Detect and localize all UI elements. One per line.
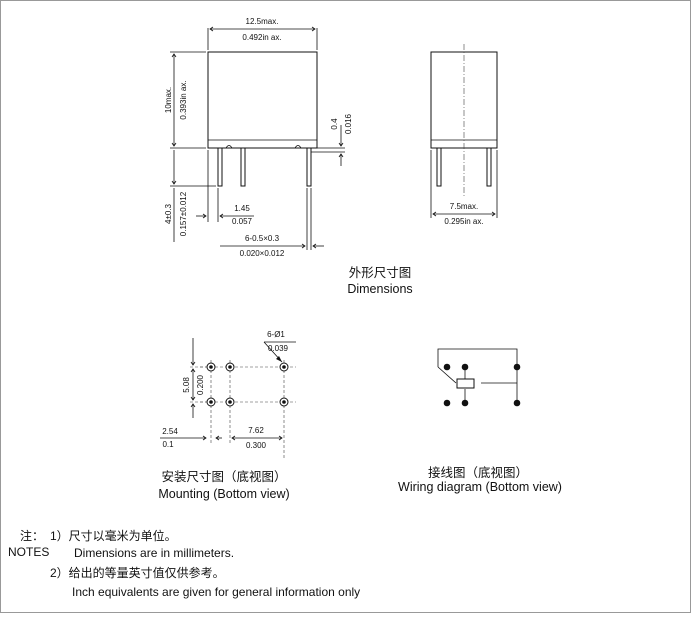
col-pitch-in-label: 0.300 xyxy=(246,441,267,450)
height-in-label: 0.393in ax. xyxy=(179,80,188,119)
relay-body-front xyxy=(207,51,318,149)
wiring-caption-zh: 接线图（底视图） xyxy=(428,465,528,480)
pin-offset-in-label: 0.057 xyxy=(232,217,253,226)
edge-offset-mm-label: 2.54 xyxy=(162,427,178,436)
pin-thickness-mm-label: 0.4 xyxy=(330,118,339,130)
height-mm-label: 10max. xyxy=(164,87,173,113)
note-2-zh: 2）给出的等量英寸值仅供参考。 xyxy=(50,565,225,580)
dimensions-caption-en: Dimensions xyxy=(347,282,412,296)
pin-size-mm-label: 6-0.5×0.3 xyxy=(245,234,280,243)
arrow xyxy=(278,435,283,441)
note-1-zh: 1）尺寸以毫米为单位。 xyxy=(50,528,177,543)
arrow xyxy=(219,213,224,219)
front-pin-1 xyxy=(217,147,223,187)
hole-spec-in-label: 0.039 xyxy=(268,344,289,353)
pin-length-in-label: 0.157±0.012 xyxy=(179,191,188,236)
arrow xyxy=(231,435,236,441)
width-mm-label: 12.5max. xyxy=(246,17,279,26)
terminal-dot xyxy=(443,399,451,407)
pin-offset-mm-label: 1.45 xyxy=(234,204,250,213)
arrow xyxy=(171,180,177,185)
front-pin-2 xyxy=(240,147,246,187)
mounting-caption-en: Mounting (Bottom view) xyxy=(158,487,289,501)
terminal-dot xyxy=(443,363,451,371)
arrow xyxy=(432,211,437,217)
body-notch-right xyxy=(294,145,302,149)
front-view: 12.5max. 0.492in ax. 10max. 0.393in ax. … xyxy=(164,17,353,258)
arrow xyxy=(276,356,282,362)
mounting-hole xyxy=(279,397,289,407)
arrow xyxy=(190,361,196,366)
row-pitch-mm-label: 5.08 xyxy=(182,377,191,393)
arrow xyxy=(190,403,196,408)
arrow xyxy=(171,53,177,58)
arrow xyxy=(215,435,220,441)
wiring-caption-en: Wiring diagram (Bottom view) xyxy=(398,480,562,494)
arrow xyxy=(338,142,344,147)
hole-spec-mm-label: 6-Ø1 xyxy=(267,330,285,339)
side-view: 7.5max. 0.295in ax. xyxy=(430,44,498,226)
arrow xyxy=(338,153,344,158)
coil-symbol xyxy=(456,378,475,389)
arrow xyxy=(311,26,316,32)
arrow xyxy=(171,142,177,147)
dimensions-caption-zh: 外形尺寸图 xyxy=(349,266,412,280)
wire-diagonal xyxy=(437,366,457,384)
arrow xyxy=(312,243,317,249)
terminal-dot xyxy=(513,399,521,407)
wire-top xyxy=(437,348,518,367)
notes: 注： 1）尺寸以毫米为单位。 NOTES Dimensions are in m… xyxy=(8,528,360,599)
arrow xyxy=(301,243,306,249)
col-pitch-mm-label: 7.62 xyxy=(248,426,264,435)
note-2-en: Inch equivalents are given for general i… xyxy=(72,585,360,599)
pin-length-mm-label: 4±0.3 xyxy=(164,203,173,224)
terminal-dot xyxy=(461,399,469,407)
body-notch-left xyxy=(225,145,233,149)
mounting-view: 5.08 0.200 6-Ø1 0.039 2.54 0.1 7.62 0.30… xyxy=(160,330,296,458)
mounting-hole xyxy=(206,397,216,407)
pin-thickness-in-label: 0.016 xyxy=(344,113,353,134)
mounting-caption-zh: 安装尺寸图（底视图） xyxy=(161,469,286,484)
side-pin-left xyxy=(436,147,442,187)
arrow xyxy=(209,26,214,32)
terminal-dot xyxy=(461,363,469,371)
notes-label-zh: 注： xyxy=(20,528,44,543)
depth-in-label: 0.295in ax. xyxy=(444,217,483,226)
mounting-hole xyxy=(225,397,235,407)
terminal-dot xyxy=(513,363,521,371)
front-pin-3 xyxy=(306,147,312,187)
width-in-label: 0.492in ax. xyxy=(242,33,281,42)
arrow xyxy=(202,435,207,441)
note-1-en: Dimensions are in millimeters. xyxy=(74,546,234,560)
pin-size-in-label: 0.020×0.012 xyxy=(240,249,285,258)
arrow xyxy=(491,211,496,217)
edge-offset-in-label: 0.1 xyxy=(162,440,174,449)
depth-mm-label: 7.5max. xyxy=(450,202,478,211)
mounting-hole xyxy=(279,362,289,372)
mounting-hole xyxy=(225,362,235,372)
side-pin-right xyxy=(486,147,492,187)
row-pitch-in-label: 0.200 xyxy=(196,374,205,395)
arrow xyxy=(202,213,207,219)
arrow xyxy=(190,396,196,401)
mounting-hole xyxy=(206,362,216,372)
wiring-diagram xyxy=(437,348,521,407)
notes-label-en: NOTES xyxy=(8,545,49,559)
arrow xyxy=(190,368,196,373)
